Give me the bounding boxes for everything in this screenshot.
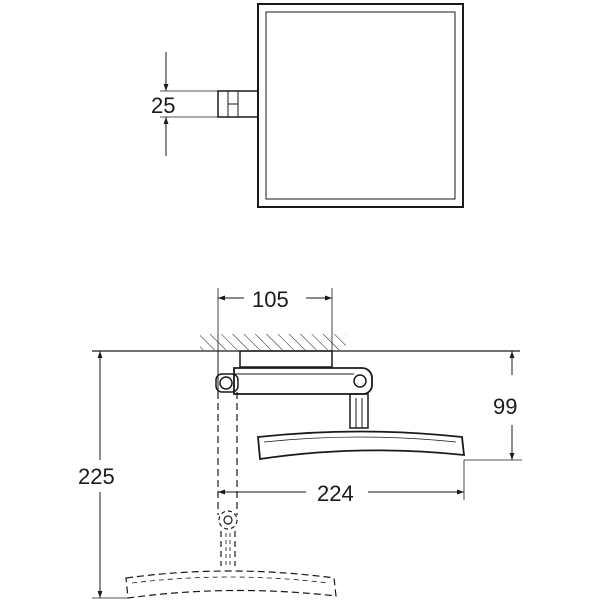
dimension-bracket-width: 105	[217, 287, 333, 352]
bracket-width-label: 105	[252, 287, 289, 312]
mirror-plan-extended	[125, 570, 337, 599]
front-view: 25	[151, 3, 464, 208]
extended-arm	[217, 392, 238, 566]
arm-reach-label: 224	[317, 481, 354, 506]
mirror-frame	[257, 3, 464, 208]
mirror-stem-folded	[349, 393, 369, 429]
arm-height-label: 25	[151, 93, 175, 118]
wall-pivot	[215, 373, 239, 393]
folded-arm	[233, 367, 373, 395]
wall	[92, 334, 520, 352]
arm-connector	[217, 90, 259, 118]
dimension-arm-height: 25	[151, 52, 218, 156]
depth-closed-label: 99	[493, 394, 517, 419]
dimension-depth-extended: 225	[78, 351, 128, 599]
depth-extended-label: 225	[78, 464, 115, 489]
mirror-plan-folded	[257, 430, 466, 461]
dimension-depth-closed: 99	[464, 351, 522, 461]
wall-bracket	[217, 350, 333, 392]
dimension-arm-reach: 224	[218, 460, 465, 506]
plan-view: 105 99 225 224	[78, 287, 522, 599]
mirror-glass	[265, 11, 456, 200]
